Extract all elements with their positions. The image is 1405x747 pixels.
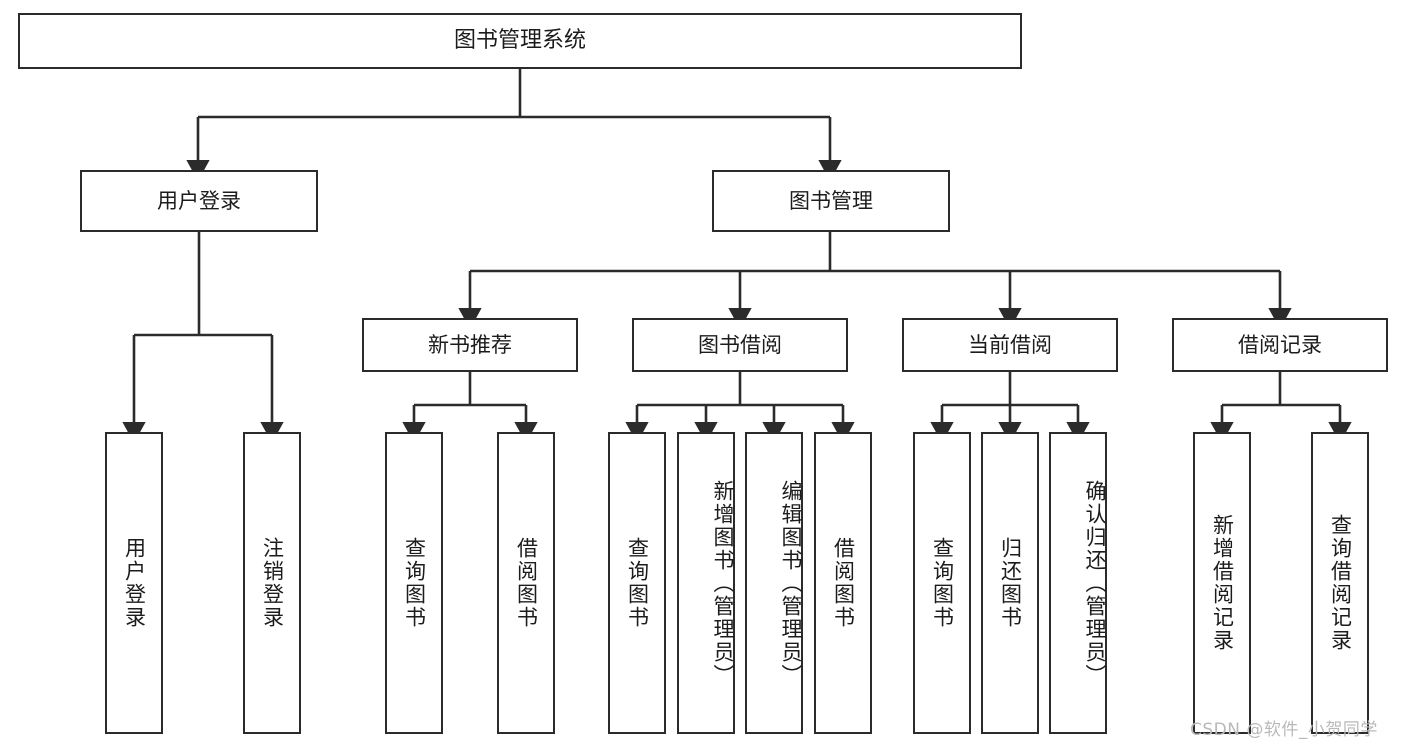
leaf-book-borrow-add[interactable]: 新增图书（管理员）: [677, 432, 735, 734]
leaf-book-borrow-borrow[interactable]: 借阅图书: [814, 432, 872, 734]
node-book-borrow[interactable]: 图书借阅: [632, 318, 848, 372]
node-book-manage[interactable]: 图书管理: [712, 170, 950, 232]
node-new-book-recommend[interactable]: 新书推荐: [362, 318, 578, 372]
leaf-current-borrow-query[interactable]: 查询图书: [913, 432, 971, 734]
node-root-system[interactable]: 图书管理系统: [18, 13, 1022, 69]
node-current-borrow[interactable]: 当前借阅: [902, 318, 1118, 372]
leaf-new-book-query[interactable]: 查询图书: [385, 432, 443, 734]
leaf-book-borrow-edit[interactable]: 编辑图书（管理员）: [745, 432, 803, 734]
leaf-current-borrow-confirm-return[interactable]: 确认归还（管理员）: [1049, 432, 1107, 734]
leaf-user-login-signin[interactable]: 用户登录: [105, 432, 163, 734]
node-user-login[interactable]: 用户登录: [80, 170, 318, 232]
leaf-new-book-borrow[interactable]: 借阅图书: [497, 432, 555, 734]
leaf-borrow-records-query[interactable]: 查询借阅记录: [1311, 432, 1369, 734]
leaf-current-borrow-return[interactable]: 归还图书: [981, 432, 1039, 734]
leaf-borrow-records-add[interactable]: 新增借阅记录: [1193, 432, 1251, 734]
node-borrow-records[interactable]: 借阅记录: [1172, 318, 1388, 372]
csdn-watermark: CSDN @软件_小贺同学: [1190, 720, 1378, 740]
leaf-book-borrow-query[interactable]: 查询图书: [608, 432, 666, 734]
leaf-user-login-signout[interactable]: 注销登录: [243, 432, 301, 734]
